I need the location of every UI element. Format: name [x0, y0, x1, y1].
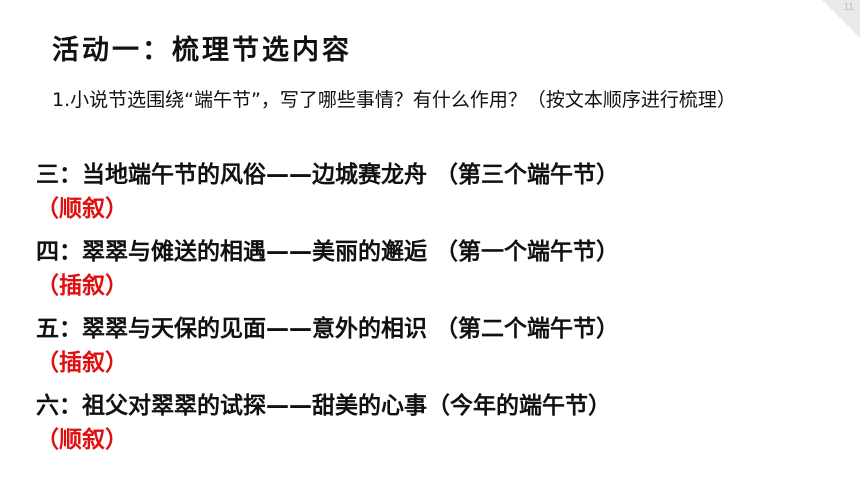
list-item: 三：当地端午节的风俗——边城赛龙舟 （第三个端午节） （顺叙） [36, 158, 836, 235]
list-item: 六：祖父对翠翠的试探——甜美的心事（今年的端午节） （顺叙） [36, 389, 836, 466]
list-item: 五：翠翠与天保的见面——意外的相识 （第二个端午节） （插叙） [36, 312, 836, 389]
item-text: 五：翠翠与天保的见面——意外的相识 （第二个端午节） [36, 316, 620, 342]
chapter-list: 三：当地端午节的风俗——边城赛龙舟 （第三个端午节） （顺叙） 四：翠翠与傩送的… [36, 158, 836, 466]
question-text: 1.小说节选围绕“端午节”，写了哪些事情？有什么作用？（按文本顺序进行梳理） [52, 89, 736, 111]
page-number: 11 [843, 2, 854, 13]
page-corner-fold [822, 0, 860, 38]
slide-title: 活动一：梳理节选内容 [52, 35, 352, 66]
item-text: 四：翠翠与傩送的相遇——美丽的邂逅 （第一个端午节） [36, 239, 620, 265]
narration-tag: （顺叙） [36, 427, 128, 453]
list-item: 四：翠翠与傩送的相遇——美丽的邂逅 （第一个端午节） （插叙） [36, 235, 836, 312]
narration-tag: （插叙） [36, 350, 128, 376]
item-text: 六：祖父对翠翠的试探——甜美的心事（今年的端午节） [36, 393, 611, 419]
item-text: 三：当地端午节的风俗——边城赛龙舟 （第三个端午节） [36, 162, 620, 188]
narration-tag: （插叙） [36, 273, 128, 299]
narration-tag: （顺叙） [36, 196, 128, 222]
